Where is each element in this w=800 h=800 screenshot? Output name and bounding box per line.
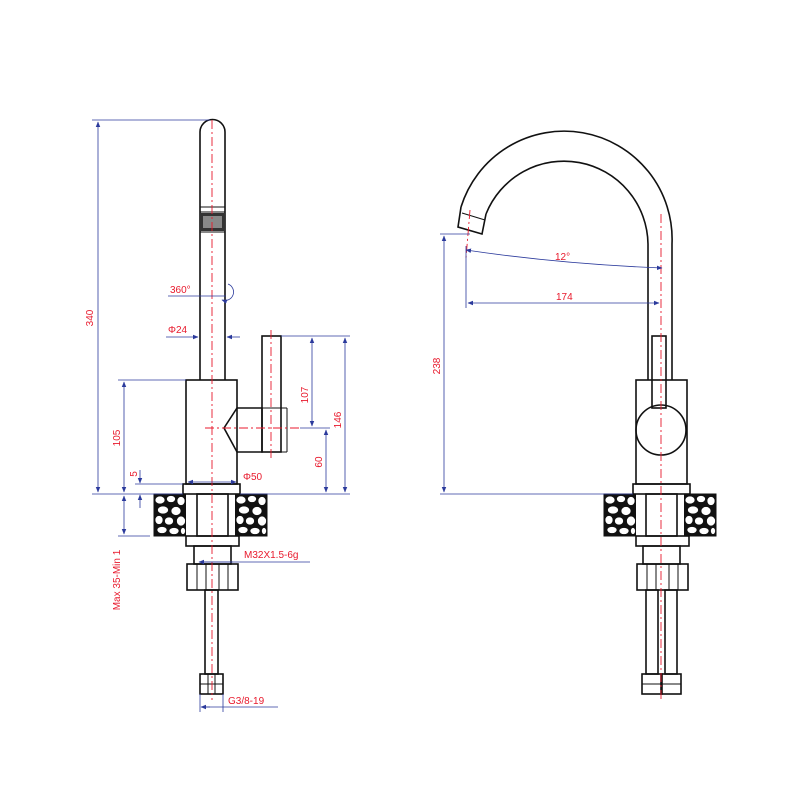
dim-spout-reach: 174	[556, 292, 573, 303]
front-view: 340 360° Φ24 105 5 107 146 60 Φ50	[85, 118, 350, 712]
side-base-ring	[632, 483, 691, 495]
dim-handle-total: 146	[333, 411, 344, 428]
side-washer	[635, 535, 690, 547]
side-countertop-right	[683, 493, 717, 537]
side-body	[635, 379, 688, 485]
front-nut-collar	[193, 545, 232, 565]
dim-body-height: 105	[112, 429, 123, 446]
side-supply-hose-right	[664, 589, 678, 675]
side-gooseneck-spout	[460, 130, 673, 380]
front-countertop-right	[234, 493, 268, 537]
dim-height-total: 340	[85, 309, 96, 326]
side-supply-hose-left	[645, 589, 659, 675]
dim-base-diameter: Φ50	[243, 472, 263, 483]
dim-deck-thickness: Max 35-Min 1	[112, 549, 123, 610]
front-supply-hose	[204, 589, 219, 675]
front-washer	[185, 535, 240, 547]
side-fixing-nut	[636, 563, 689, 591]
dim-hose-connection: G3/8-19	[228, 696, 265, 707]
dim-handle-center: 60	[314, 456, 325, 468]
dim-handle-top: 107	[300, 386, 311, 403]
dim-spout-angle: 12°	[555, 252, 570, 263]
front-fixing-nut	[186, 563, 239, 591]
side-view: 12° 174 238	[432, 130, 717, 700]
dim-rotation: 360°	[170, 285, 191, 296]
dim-spout-diameter: Φ24	[168, 325, 188, 336]
side-countertop-left	[603, 493, 637, 537]
front-handle-lever	[261, 335, 282, 453]
front-shank	[196, 493, 229, 537]
dim-deck-offset: 5	[129, 471, 140, 477]
dim-outlet-height: 238	[432, 357, 443, 374]
side-handle-lever	[651, 335, 667, 409]
dim-thread: M32X1.5-6g	[244, 550, 298, 561]
front-handle-knob	[223, 407, 263, 453]
front-body	[185, 379, 238, 485]
side-spout-nozzle	[457, 206, 487, 236]
front-base-ring	[182, 483, 241, 495]
front-countertop-left	[153, 493, 187, 537]
front-spout-tube	[199, 118, 226, 380]
